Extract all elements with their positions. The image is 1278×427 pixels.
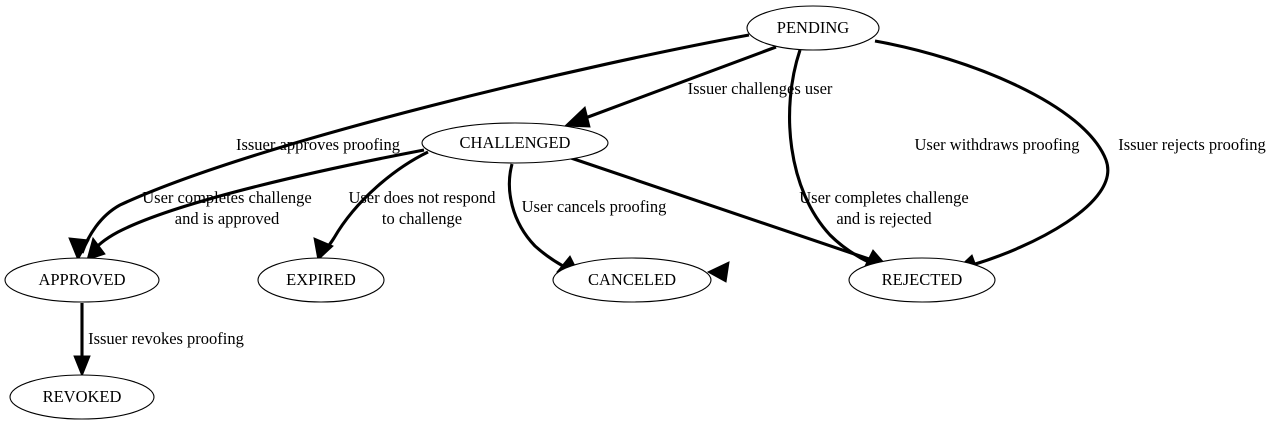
state-node-pending[interactable]: PENDING <box>746 5 880 51</box>
edge-arrowhead-pending-challenged <box>563 106 591 128</box>
edge-label-pending-canceled: User withdraws proofing <box>915 135 1080 154</box>
edge-arrowhead-pending-canceled <box>706 261 730 283</box>
state-label-revoked: REVOKED <box>43 387 122 406</box>
state-ellipse-approved[interactable] <box>4 257 160 303</box>
edge-challenged-approved <box>86 148 425 261</box>
edge-label-challenged-rejected: User completes challenge and is rejected <box>799 188 969 228</box>
nodes-layer: PENDING CHALLENGED APPROVED EXPIRED CANCELED… <box>4 5 996 420</box>
edge-arrowhead-pending-approved <box>68 237 90 262</box>
edge-label-challenged-canceled: User cancels proofing <box>522 197 667 216</box>
edge-challenged-expired <box>313 150 429 261</box>
edge-arrowhead-approved-revoked <box>73 355 91 378</box>
edge-pending-rejected <box>874 39 1110 275</box>
edge-label-line: Issuer approves proofing <box>236 135 400 154</box>
edge-line-pending-approved <box>80 33 750 254</box>
edge-pending-approved <box>68 33 750 262</box>
state-label-challenged: CHALLENGED <box>460 133 571 152</box>
edge-line-pending-rejected <box>874 39 1110 267</box>
edge-labels-layer: Issuer approves proofing Issuer challenge… <box>88 79 1266 348</box>
state-label-pending: PENDING <box>777 18 849 37</box>
state-node-rejected[interactable]: REJECTED <box>848 257 996 303</box>
state-ellipse-rejected[interactable] <box>848 257 996 303</box>
edge-pending-canceled <box>706 49 891 283</box>
edge-label-line: User does not respond <box>348 188 496 207</box>
edge-label-line: and is rejected <box>836 209 932 228</box>
state-ellipse-pending[interactable] <box>746 5 880 51</box>
state-node-expired[interactable]: EXPIRED <box>257 257 385 303</box>
state-ellipse-canceled[interactable] <box>552 257 712 303</box>
edge-label-line: User withdraws proofing <box>915 135 1080 154</box>
edge-pending-challenged <box>563 45 777 128</box>
edge-label-pending-rejected: Issuer rejects proofing <box>1118 135 1266 154</box>
edge-label-line: and is approved <box>175 209 280 228</box>
state-node-revoked[interactable]: REVOKED <box>9 374 155 420</box>
edge-label-challenged-approved: User completes challenge and is approved <box>142 188 312 228</box>
edge-line-challenged-approved <box>89 148 425 255</box>
edge-label-challenged-expired: User does not respond to challenge <box>348 188 496 228</box>
state-node-canceled[interactable]: CANCELED <box>552 257 712 303</box>
edge-line-challenged-rejected <box>567 155 870 261</box>
edge-label-line: to challenge <box>382 209 462 228</box>
edge-label-approved-revoked: Issuer revokes proofing <box>88 329 244 348</box>
edge-label-pending-challenged: Issuer challenges user <box>688 79 833 98</box>
state-ellipse-challenged[interactable] <box>421 122 609 164</box>
edge-label-line: Issuer challenges user <box>688 79 833 98</box>
edge-line-pending-canceled <box>788 49 891 273</box>
state-node-challenged[interactable]: CHALLENGED <box>421 122 609 164</box>
edge-line-challenged-canceled <box>507 163 564 268</box>
state-ellipse-expired[interactable] <box>257 257 385 303</box>
edge-arrowhead-challenged-expired <box>313 237 334 261</box>
state-node-approved[interactable]: APPROVED <box>4 257 160 303</box>
state-label-rejected: REJECTED <box>882 270 963 289</box>
state-ellipse-revoked[interactable] <box>9 374 155 420</box>
edge-label-line: Issuer rejects proofing <box>1118 135 1266 154</box>
edge-label-line: User completes challenge <box>799 188 969 207</box>
edge-line-pending-challenged <box>579 45 777 122</box>
edge-label-pending-approved: Issuer approves proofing <box>236 135 400 154</box>
edge-label-line: User cancels proofing <box>522 197 667 216</box>
edge-arrowhead-challenged-approved <box>86 236 106 261</box>
edge-label-line: User completes challenge <box>142 188 312 207</box>
state-label-canceled: CANCELED <box>588 270 676 289</box>
edge-approved-revoked <box>73 303 91 378</box>
state-label-approved: APPROVED <box>38 270 125 289</box>
state-label-expired: EXPIRED <box>286 270 356 289</box>
edge-label-line: Issuer revokes proofing <box>88 329 244 348</box>
edge-challenged-canceled <box>507 163 580 275</box>
